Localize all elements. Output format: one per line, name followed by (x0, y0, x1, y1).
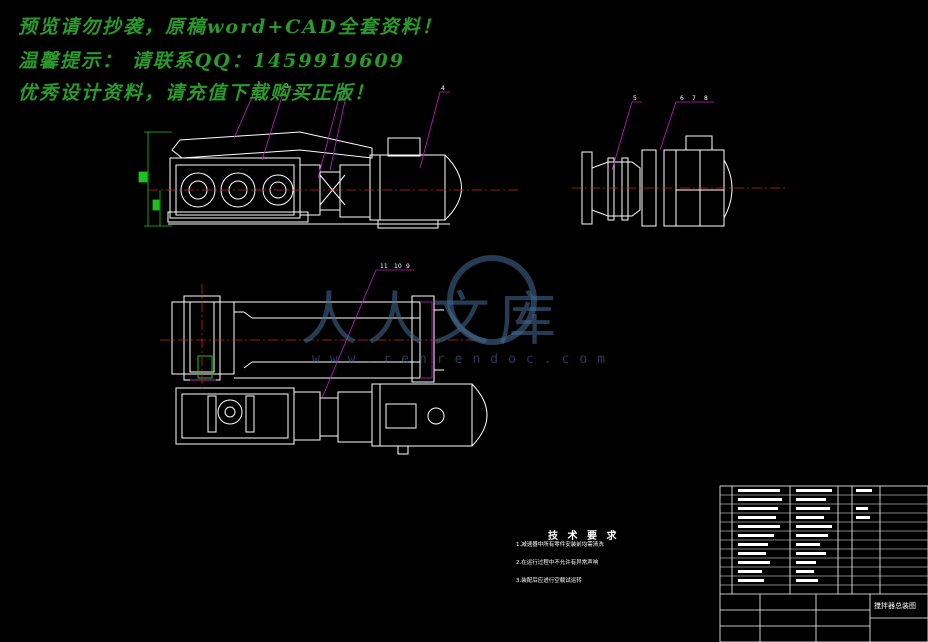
tech-note: 1.减速器中所有零件安装前均需清洗 (516, 542, 604, 548)
plan-view (171, 295, 488, 455)
watermark-line-2: 温馨提示： 请联系QQ：1459919609 (18, 50, 405, 72)
watermark-line-1: 预览请勿抄袭，原稿word+CAD全套资料！ (18, 16, 443, 38)
parts-list-rows (720, 494, 928, 586)
balloon-label: 2 (285, 83, 289, 90)
balloon-label: 5 (633, 95, 637, 102)
tech-requirements-title: 技 术 要 求 (548, 531, 620, 542)
watermark-line-3: 优秀设计资料，请充值下载购买正版！ (18, 82, 376, 104)
plan-balloons: 11 10 9 (380, 263, 410, 270)
title-block-name: 搅拌器总装图 (874, 601, 916, 610)
front-balloons: 1 2 3 4 (257, 81, 445, 94)
balloon-label: 3 (341, 87, 345, 94)
plan-leaders (321, 269, 433, 399)
watermark-brand-url: www.renrendoc.com (312, 352, 616, 367)
tech-note: 2.在运行过程中不允许有异常声响 (516, 560, 599, 566)
side-balloons: 5 6 7 8 (633, 95, 708, 102)
balloon-label: 8 (704, 95, 708, 102)
front-dimensions (138, 131, 172, 227)
balloon-label: 10 (394, 263, 402, 270)
balloon-label: 11 (380, 263, 388, 270)
watermark-brand-text: 人人文库 (300, 285, 565, 353)
tech-note: 3.装配后应进行空载试运转 (516, 578, 582, 584)
front-leaders (233, 87, 450, 179)
balloon-label: 9 (406, 263, 410, 270)
side-leaders (611, 101, 714, 171)
balloon-label: 7 (692, 95, 696, 102)
parts-list-fill (738, 489, 872, 582)
plan-center-lines (160, 284, 480, 392)
plan-accent-parts (190, 355, 216, 381)
balloon-label: 6 (680, 95, 684, 102)
watermark-logo-ring (447, 255, 537, 345)
balloon-label: 1 (257, 81, 261, 88)
balloon-label: 4 (441, 85, 445, 92)
